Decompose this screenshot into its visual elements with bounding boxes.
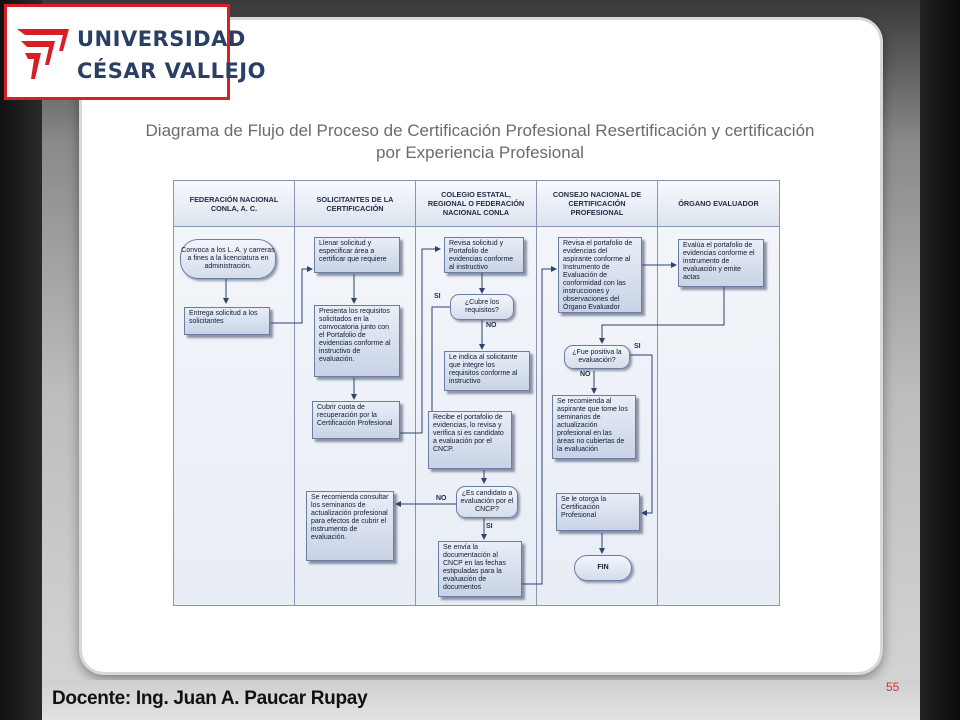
edge-label-no: NO bbox=[486, 322, 497, 329]
node-recomienda-seminarios: Se recomienda consultar los seminarios d… bbox=[306, 491, 394, 561]
node-presenta-requisitos: Presenta los requisitos solicitados en l… bbox=[314, 305, 400, 377]
node-entrega-solicitud: Entrega solicitud a los solicitantes bbox=[184, 307, 270, 335]
decision-es-candidato: ¿Es candidato a evaluación por el CNCP? bbox=[456, 486, 518, 518]
node-revisa-solicitud: Revisa solicitud y Portafolio de evidenc… bbox=[444, 237, 524, 273]
lane-header: FEDERACIÓN NACIONAL CONLA, A. C. bbox=[174, 181, 294, 227]
flowchart: FEDERACIÓN NACIONAL CONLA, A. C. SOLICIT… bbox=[173, 180, 780, 606]
arrow-cubrir-revisa bbox=[400, 246, 441, 434]
logo-line-1: UNIVERSIDAD bbox=[77, 27, 246, 51]
university-logo: UNIVERSIDAD CÉSAR VALLEJO bbox=[4, 4, 265, 100]
node-convoca: Convoca a los L. A. y carreras a fines a… bbox=[180, 239, 276, 279]
lane-header: COLEGIO ESTATAL, REGIONAL O FEDERACIÓN N… bbox=[416, 181, 536, 227]
arrow-fuepositiva-otorga bbox=[630, 354, 653, 516]
edge-label-si: SI bbox=[434, 293, 441, 300]
left-frame-bar bbox=[0, 0, 42, 720]
node-cubrir-cuota: Cubrir cuota de recuperación por la Cert… bbox=[312, 401, 400, 439]
edge-label-no: NO bbox=[436, 495, 447, 502]
page-number: 55 bbox=[886, 680, 900, 694]
arrow-cubre-recibe bbox=[429, 306, 450, 418]
lane-header: ÓRGANO EVALUADOR bbox=[658, 181, 779, 227]
edge-label-si: SI bbox=[634, 343, 641, 350]
decision-fue-positiva: ¿Fue positiva la evaluación? bbox=[564, 345, 630, 369]
arrow-evalua-fuepositiva bbox=[599, 287, 725, 344]
page-title: Diagrama de Flujo del Proceso de Certifi… bbox=[145, 121, 815, 162]
flow-connectors bbox=[223, 246, 725, 585]
arrow-entrega-llenar bbox=[271, 266, 313, 324]
node-recibe-portafolio: Recibe el portafolio de evidencias, lo r… bbox=[428, 411, 512, 469]
node-recomienda-aspirante: Se recomienda al aspirante que tome los … bbox=[552, 395, 636, 459]
right-frame-bar bbox=[920, 0, 960, 720]
edge-label-si: SI bbox=[486, 523, 493, 530]
lane-header: SOLICITANTES DE LA CERTIFICACIÓN bbox=[295, 181, 415, 227]
node-se-otorga: Se le otorga la Certificación Profesiona… bbox=[556, 493, 640, 531]
university-emblem-icon bbox=[17, 29, 69, 79]
decision-cubre-requisitos: ¿Cubre los requisitos? bbox=[450, 294, 514, 320]
arrow-envia-revisa bbox=[522, 266, 557, 585]
logo-line-2: CÉSAR VALLEJO bbox=[77, 59, 266, 83]
footer-band bbox=[42, 680, 920, 720]
node-llenar-solicitud: Llenar solicitud y especificar área a ce… bbox=[314, 237, 400, 273]
node-le-indica: Le indica al solicitante que integre los… bbox=[444, 351, 530, 391]
node-revisa-portafolio: Revisa el portafolio de evidencias del a… bbox=[558, 237, 642, 313]
node-evalua-portafolio: Evalúa el portafolio de evidencias confo… bbox=[678, 239, 764, 287]
lane-header: CONSEJO NACIONAL DE CERTIFICACIÓN PROFES… bbox=[537, 181, 657, 227]
node-se-envia: Se envía la documentación al CNCP en las… bbox=[438, 541, 522, 597]
footer-docente: Docente: Ing. Juan A. Paucar Rupay bbox=[52, 688, 368, 709]
node-fin: FIN bbox=[574, 555, 632, 581]
edge-label-no: NO bbox=[580, 371, 591, 378]
